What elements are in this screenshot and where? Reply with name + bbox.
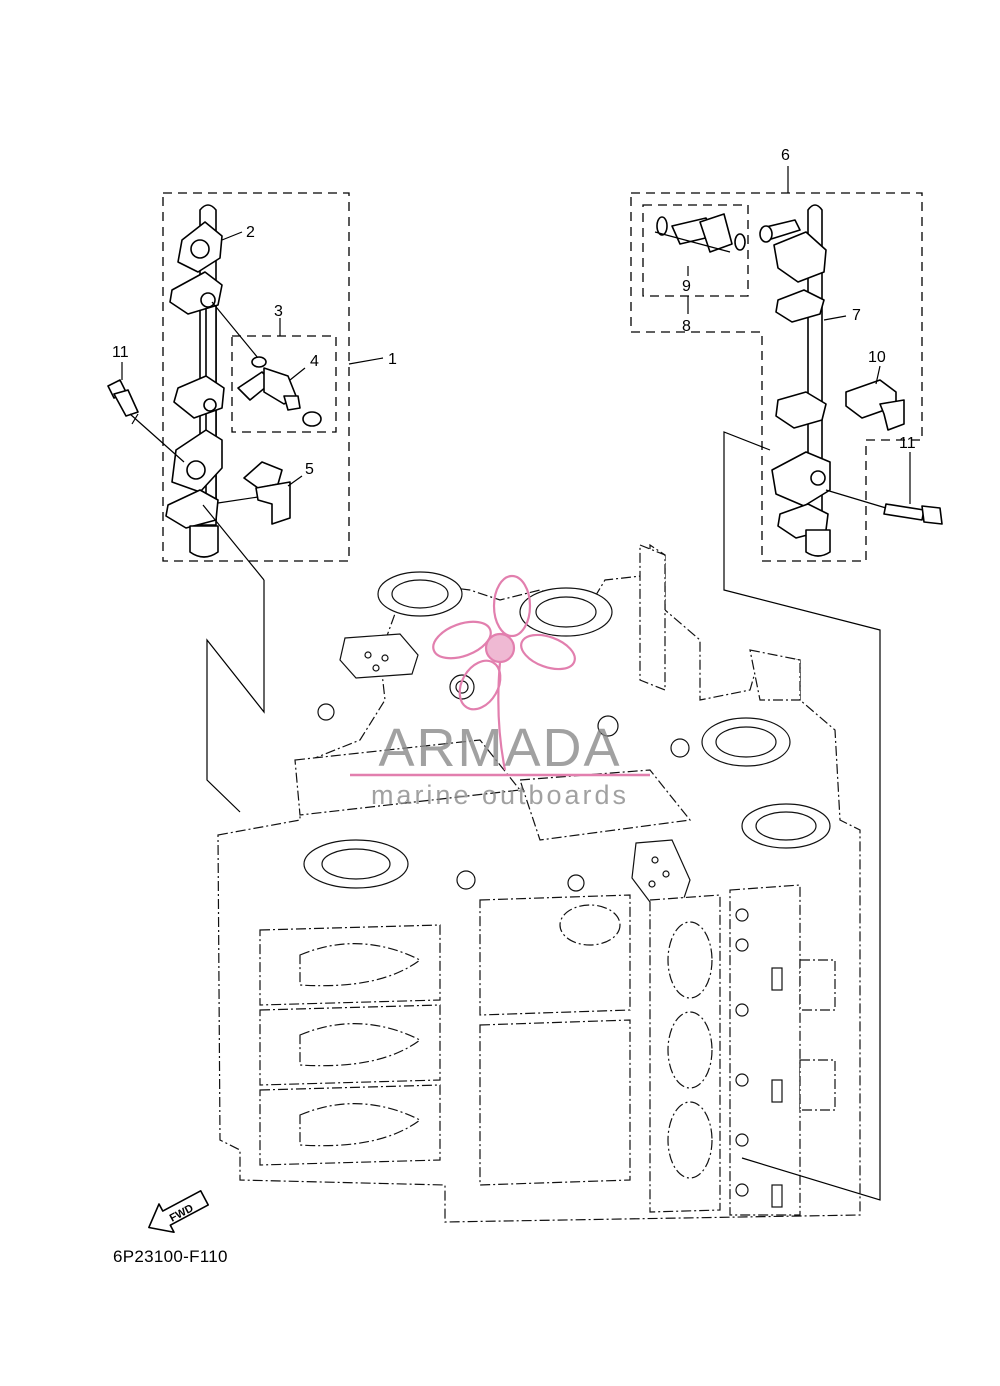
callout-2: 2 [246, 224, 255, 241]
callout-9: 9 [682, 278, 691, 295]
callout-11-left: 11 [112, 344, 129, 361]
callout-8: 8 [682, 318, 691, 335]
watermark-logo-icon [432, 574, 576, 771]
callout-4: 4 [310, 353, 319, 370]
left-assembly [107, 192, 350, 813]
callout-10: 10 [868, 349, 886, 366]
injector-part-4 [237, 356, 322, 427]
callout-leaders [121, 166, 911, 504]
watermark: ARMADA marine outboards [350, 574, 650, 810]
bolt-left-part-11 [107, 379, 185, 463]
injector-part-9 [654, 213, 746, 253]
watermark-brand: ARMADA [378, 718, 621, 778]
callout-11-right: 11 [899, 435, 916, 452]
callout-3: 3 [274, 303, 283, 320]
callout-5: 5 [305, 461, 314, 478]
watermark-tagline: marine outboards [371, 780, 629, 810]
engine-block [217, 543, 861, 1223]
callout-6: 6 [781, 147, 790, 164]
fwd-arrow-icon: FWD [148, 1190, 210, 1234]
clip-part-5 [217, 461, 291, 525]
callout-7: 7 [852, 307, 861, 324]
callout-1: 1 [388, 351, 397, 368]
clip-part-10 [845, 379, 905, 431]
callout-numbers: 1 2 3 4 5 6 7 8 9 10 11 11 [112, 147, 916, 478]
right-assembly [630, 192, 943, 1201]
diagram-code: 6P23100-F110 [113, 1247, 228, 1266]
bolt-right-part-11 [825, 489, 943, 525]
